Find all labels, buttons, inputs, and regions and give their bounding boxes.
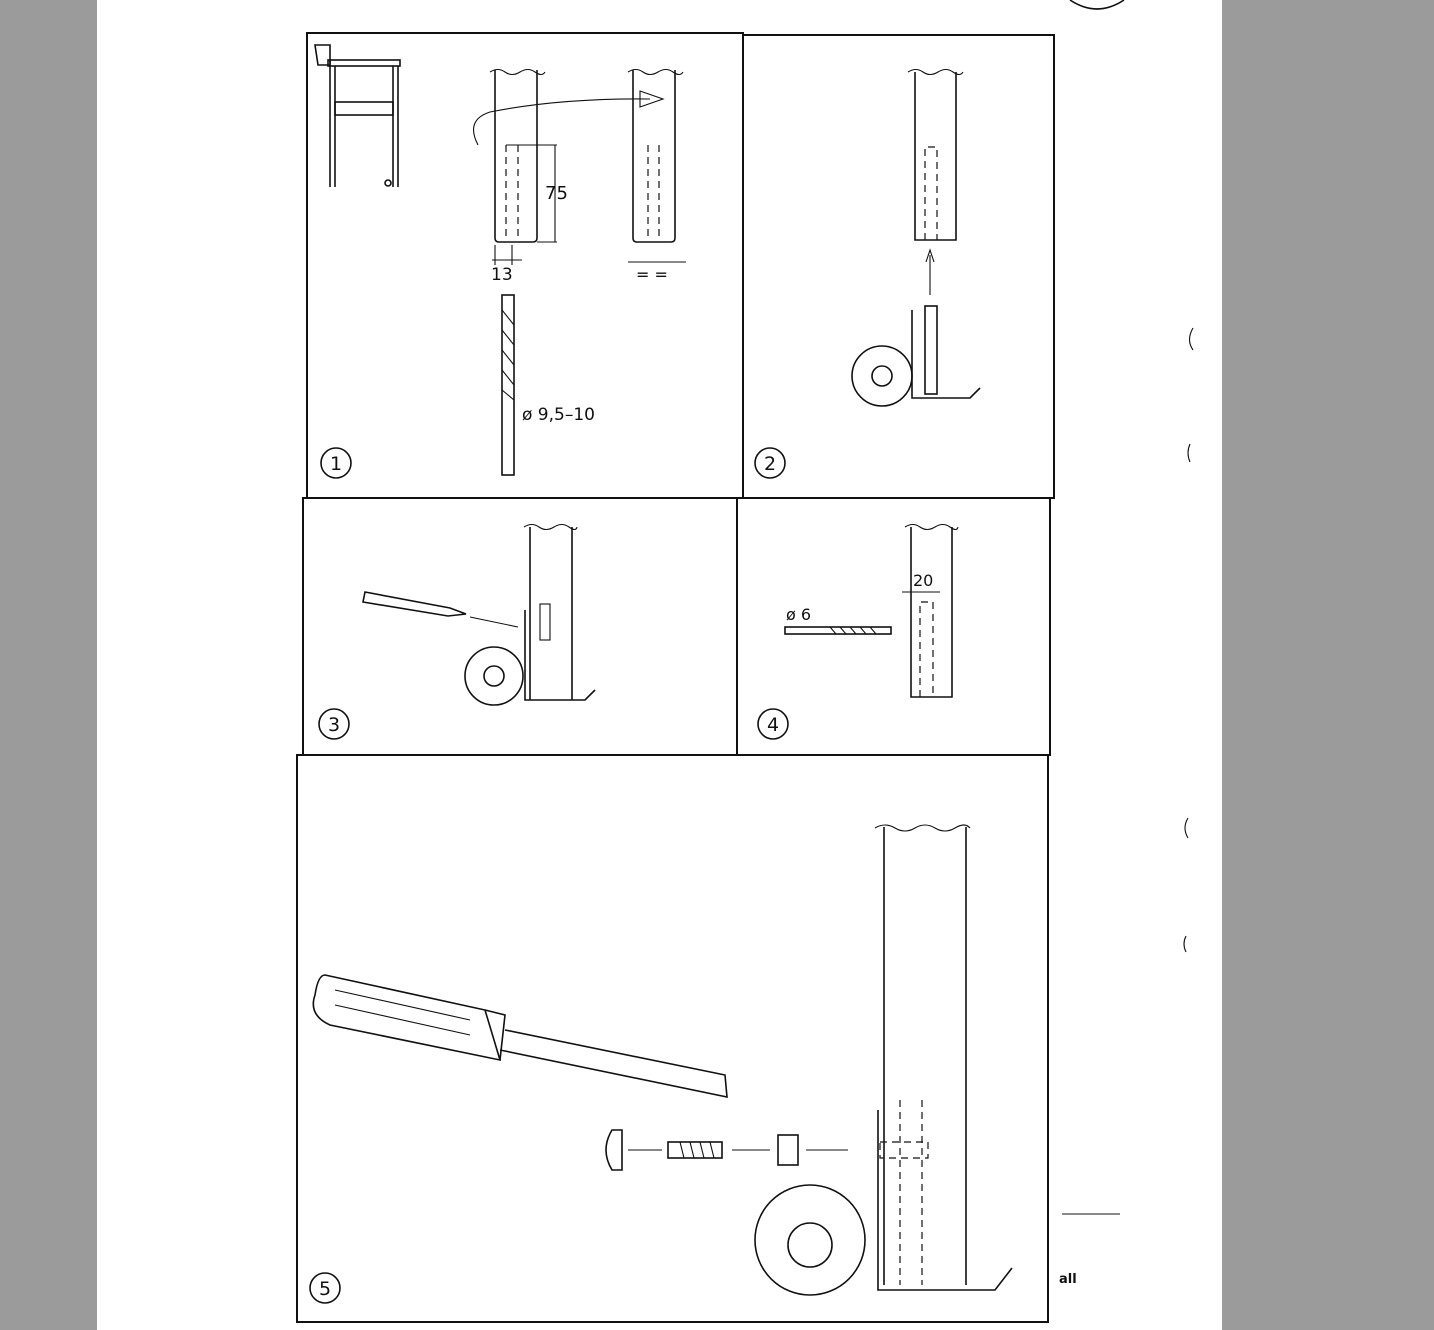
margin-marks xyxy=(1062,327,1194,1215)
step-3-badge xyxy=(318,708,350,740)
distance-label: 20 xyxy=(913,571,933,590)
chair-side-view xyxy=(314,44,401,187)
pencil-icon xyxy=(362,591,467,617)
drill-diameter-label: ø 6 xyxy=(786,605,811,624)
offset-label: 13 xyxy=(491,265,513,285)
equal-label: = = xyxy=(636,265,668,284)
cap-screw-nut-parts xyxy=(605,1129,848,1171)
drill-diameter-label: ø 9,5–10 xyxy=(522,405,595,425)
depth-label: 75 xyxy=(545,183,568,204)
panel-1: 75 13 = = ø 9,5–10 1 xyxy=(314,44,686,479)
cropped-step-circle xyxy=(1069,0,1125,10)
margin-text: all xyxy=(1059,1272,1077,1287)
step-4-badge xyxy=(757,708,789,740)
wheel-bracket-icon xyxy=(464,603,596,706)
panel-4-frame xyxy=(736,497,1051,756)
step-2-number: 2 xyxy=(764,453,776,475)
panel-2-frame xyxy=(742,34,1055,499)
step-1-number: 1 xyxy=(330,453,342,475)
step-1-badge xyxy=(320,447,352,479)
screwdriver-icon xyxy=(312,974,728,1099)
drill-bit-icon xyxy=(784,626,892,635)
step-4-number: 4 xyxy=(767,714,779,736)
panel-5-frame xyxy=(296,754,1049,1323)
step-3-number: 3 xyxy=(328,714,340,736)
panel-frames xyxy=(296,32,1055,1323)
wheel-bracket-icon xyxy=(851,305,981,407)
tube-before xyxy=(473,68,665,265)
drill-bit-icon xyxy=(501,294,515,476)
step-5-badge xyxy=(309,1272,341,1304)
wheel-bracket-icon xyxy=(754,1100,1013,1296)
panel-3-frame xyxy=(302,497,738,756)
step-2-badge xyxy=(754,447,786,479)
step-5-number: 5 xyxy=(319,1278,331,1300)
panel-5: 5 xyxy=(309,824,1013,1304)
panel-3: 3 xyxy=(318,523,596,740)
panel-4: 20 ø 6 4 xyxy=(757,523,959,740)
tube-after xyxy=(627,68,686,263)
panel-2: 2 xyxy=(754,68,981,479)
